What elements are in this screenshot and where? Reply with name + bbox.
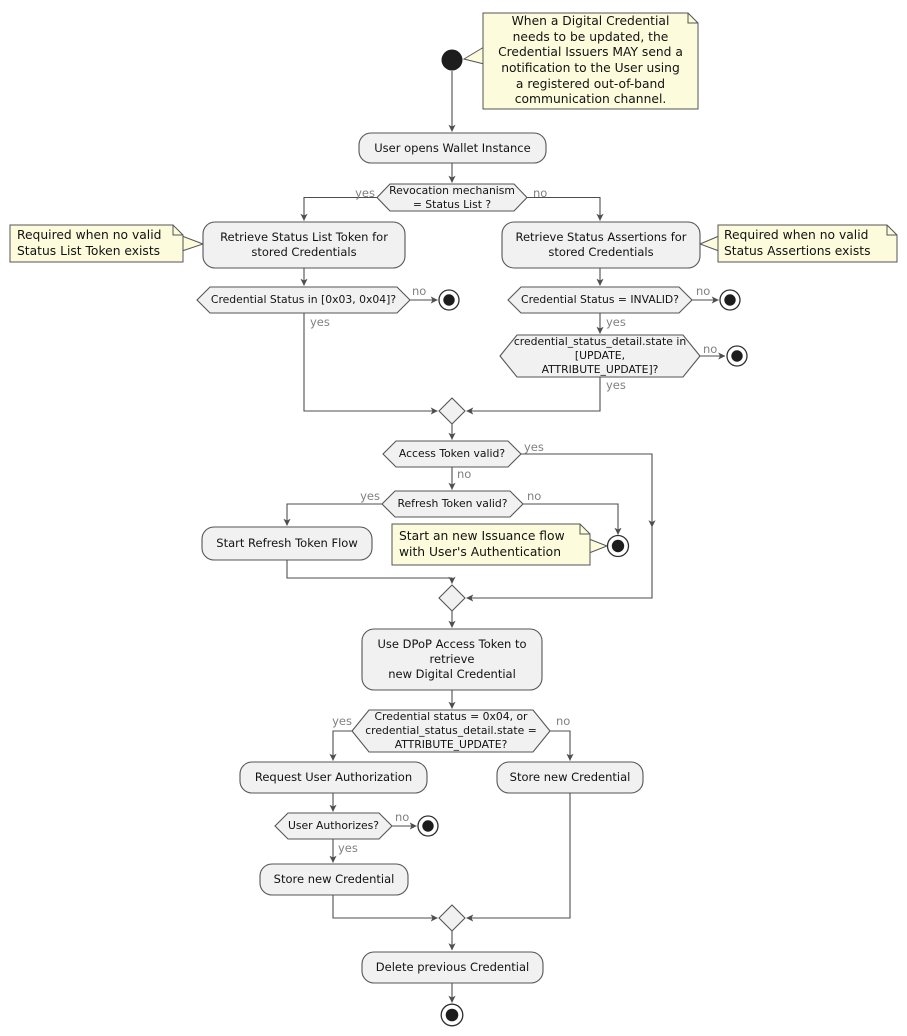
note-status-assertions-shape — [717, 224, 898, 263]
activity-open-wallet: User opens Wallet Instance — [374, 140, 531, 155]
activity-retrieve-status-list: Retrieve Status List Token for stored Cr… — [220, 230, 388, 259]
decision-status-in-range: Credential Status in [0x03, 0x04]? — [210, 293, 397, 307]
decision-attribute-update: Credential status = 0x04, or credential_… — [365, 710, 537, 751]
start-node — [441, 49, 463, 71]
merge-node-status — [438, 397, 466, 425]
note-issuer-notification-shape — [482, 12, 699, 110]
branch-label-attribute-update-no: no — [556, 714, 571, 728]
end-node-status-invalid — [719, 289, 741, 311]
merge-nodes — [438, 397, 466, 932]
activity-start-refresh-flow: Start Refresh Token Flow — [216, 536, 358, 550]
note-pointer-new-issuance — [588, 538, 609, 554]
decision-revocation-mechanism: Revocation mechanism = Status List ? — [389, 183, 515, 211]
branch-label-status-invalid-no: no — [696, 284, 711, 298]
branch-label-user-authorizes-yes: yes — [338, 841, 358, 855]
branch-label-status-detail-yes: yes — [606, 378, 626, 392]
note-new-issuance-shape — [391, 523, 591, 566]
branch-label-status-detail-no: no — [703, 342, 718, 356]
note-pointer-status-assertions — [698, 235, 720, 252]
branch-label-refresh-token-no: no — [527, 489, 542, 503]
activity-shapes — [201, 132, 701, 984]
merge-node-token — [438, 584, 466, 612]
branch-label-status-invalid-yes: yes — [606, 315, 626, 329]
note-new-issuance: Start an new Issuance flow with User's A… — [399, 528, 565, 559]
branch-label-status-range-yes: yes — [310, 315, 330, 329]
branch-label-access-token-yes: yes — [524, 440, 544, 454]
note-status-list-shape — [9, 224, 184, 263]
decision-access-token-valid: Access Token valid? — [398, 447, 506, 461]
end-node-status-detail — [726, 345, 748, 367]
note-shapes — [9, 12, 898, 566]
decision-shapes — [196, 183, 701, 840]
note-pointer-status-list — [181, 235, 205, 252]
branch-label-revocation-no: no — [533, 186, 548, 200]
activity-retrieve-status-assertions: Retrieve Status Assertions for stored Cr… — [515, 230, 687, 259]
decision-status-invalid: Credential Status = INVALID? — [521, 293, 679, 307]
decision-user-authorizes: User Authorizes? — [287, 819, 380, 833]
branch-label-status-range-no: no — [412, 284, 427, 298]
note-pointer-start — [462, 46, 485, 65]
branch-label-revocation-yes: yes — [355, 186, 375, 200]
activity-request-user-authorization: Request User Authorization — [254, 770, 413, 784]
branch-label-user-authorizes-no: no — [395, 810, 410, 824]
activity-store-credential-left: Store new Credential — [273, 872, 395, 886]
note-status-assertions-required: Required when no valid Status Assertions… — [724, 228, 871, 258]
branch-label-access-token-no: no — [457, 467, 472, 481]
end-node-new-issuance — [606, 534, 630, 558]
flow-connectors — [283, 71, 726, 1003]
final-node — [440, 1003, 464, 1027]
activity-use-dpop: Use DPoP Access Token to retrieve new Di… — [377, 637, 527, 681]
end-node-status-list — [438, 289, 460, 311]
merge-node-store — [438, 904, 466, 932]
note-issuer-notification: When a Digital Credential needs to be up… — [498, 14, 683, 107]
activity-delete-previous: Delete previous Credential — [375, 960, 530, 974]
branch-label-attribute-update-yes: yes — [332, 714, 352, 728]
activity-store-credential-right: Store new Credential — [509, 770, 631, 784]
note-status-list-required: Required when no valid Status List Token… — [17, 228, 162, 258]
decision-status-detail-state: credential_status_detail.state in [UPDAT… — [513, 335, 687, 376]
branch-label-refresh-token-yes: yes — [360, 489, 380, 503]
decision-refresh-token-valid: Refresh Token valid? — [397, 497, 508, 511]
end-node-not-authorized — [417, 815, 439, 837]
